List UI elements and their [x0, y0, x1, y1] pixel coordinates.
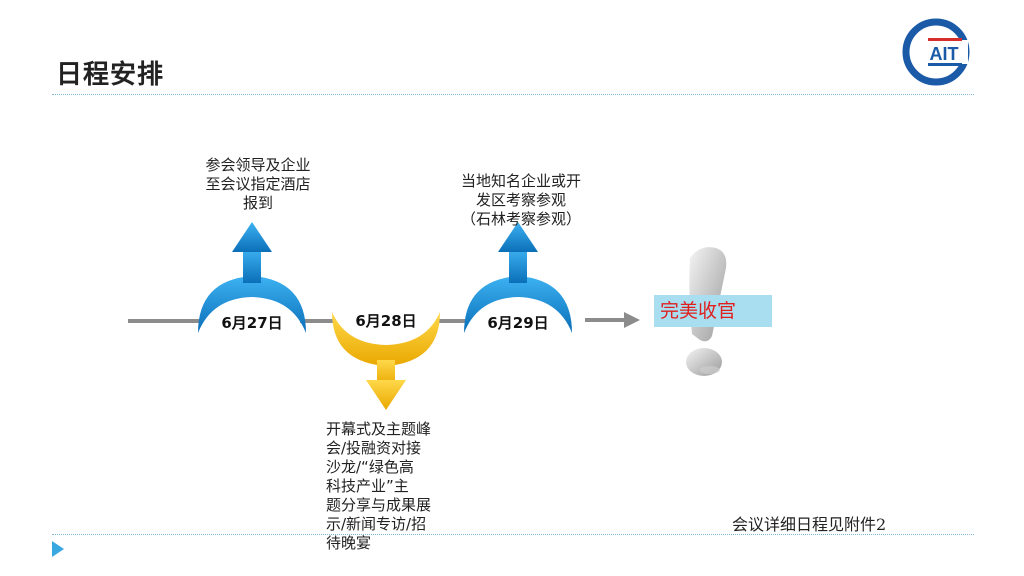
attachment-note: 会议详细日程见附件2 [732, 515, 887, 534]
play-icon[interactable] [52, 541, 64, 557]
day-3-description: 当地知名企业或开 发区考察参观 （石林考察参观） [460, 172, 581, 228]
result-box: 完美收官 [654, 295, 772, 327]
page-title: 日程安排 [56, 60, 165, 90]
logo-icon: AIT [902, 18, 970, 86]
day-3-marker [464, 222, 572, 333]
bottom-divider [52, 534, 974, 535]
day-3-date: 6月29日 [487, 314, 549, 332]
day-2-description: 开幕式及主题峰 会/投融资对接 沙龙/“绿色高 科技产业”主 题分享与成果展 示… [326, 420, 432, 552]
top-divider [52, 94, 974, 95]
timeline-line [128, 312, 640, 328]
day-2-marker [332, 312, 440, 410]
logo-text: AIT [930, 44, 959, 64]
day-2-date: 6月28日 [355, 312, 417, 330]
day-1-marker [198, 222, 306, 333]
day-1-description: 参会领导及企业 至会议指定酒店 报到 [205, 156, 311, 212]
day-1-date: 6月27日 [221, 314, 283, 332]
